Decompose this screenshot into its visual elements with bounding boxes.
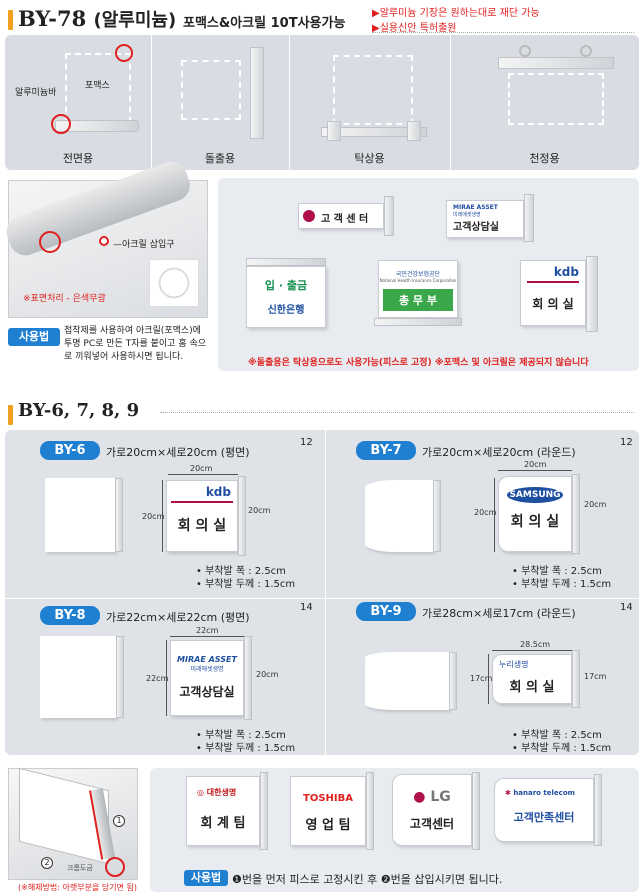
usage-text-2: ❶번을 먼저 피스로 고정시킨 후 ❷번을 삽입시키면 됩니다. bbox=[232, 873, 503, 886]
desk-foot bbox=[407, 121, 421, 141]
usage-text: 접착제를 사용하여 아크릴(포맥스)에 투명 PC로 만든 T자를 붙이고 홈 … bbox=[64, 326, 207, 362]
dim-h2-by7: 20cm bbox=[584, 500, 607, 509]
disassembly-caption: (※해체방법: 아랫부분을 당기면 됨) bbox=[18, 883, 137, 892]
example-sign-hanaro: ✱ hanaro telecom 고객만족센터 bbox=[494, 778, 594, 842]
disassembly-photo: 1 2 크롬도금 bbox=[8, 767, 138, 880]
dim-w-by7: 20cm bbox=[524, 460, 547, 469]
example-sign-3: 입 · 출금 신한은행 bbox=[246, 266, 326, 328]
closeup-note: ※표면처리 - 은색무광 bbox=[23, 294, 106, 304]
dim-w-by9: 28.5cm bbox=[520, 640, 551, 649]
blank-sign-by6 bbox=[45, 478, 115, 552]
dim-h2-by6: 20cm bbox=[248, 506, 271, 515]
section2-title: BY-6, 7, 8, 9 bbox=[18, 400, 140, 421]
model-title: BY-78 (알루미늄) bbox=[18, 6, 177, 31]
sign-by9: 누리생명 회 의 실 bbox=[492, 654, 572, 704]
sign-by8: MIRAE ASSET 미래에셋생명 고객상담실 bbox=[170, 640, 244, 716]
divider bbox=[372, 32, 634, 33]
spec-width-by6: • 부착발 폭 : 2.5cm bbox=[196, 566, 286, 577]
aluminum-bar bbox=[498, 57, 614, 69]
label-front: 전면용 bbox=[62, 152, 94, 165]
usage-tag: 사용법 bbox=[8, 328, 60, 346]
spec-thick-by6: • 부착발 두께 : 1.5cm bbox=[196, 579, 296, 590]
protrude-sign-outline bbox=[181, 60, 241, 120]
sign-by6: kdb 회 의 실 bbox=[166, 480, 238, 552]
example-sign-daehan: ◎ 대한생명 회 계 팀 bbox=[186, 776, 260, 846]
closeup-photo: —아크릴 삽입구 ※표면처리 - 은색무광 bbox=[2, 157, 208, 318]
desk-foot bbox=[327, 121, 341, 141]
model-desc-by9: 가로28cm×세로17cm (라운드) bbox=[422, 607, 576, 620]
model-tag-by7: BY-7 bbox=[356, 441, 416, 460]
example-sign-1: 고 객 센 터 bbox=[298, 203, 384, 229]
aluminum-bar bbox=[250, 47, 264, 139]
ceiling-sign-outline bbox=[508, 73, 604, 125]
dim-w-by6: 20cm bbox=[190, 464, 213, 473]
spec-width-by9: • 부착발 폭 : 2.5cm bbox=[512, 730, 602, 741]
dim-h2-by9: 17cm bbox=[584, 672, 607, 681]
callout-pomax: 포맥스 bbox=[85, 81, 110, 91]
example-panel: 고 객 센 터 MIRAE ASSET 미래에셋생명 고객상담실 입 · 출금 … bbox=[218, 178, 639, 371]
product-panel: 포맥스 알루미늄바 전면용 돌출용 탁상용 천정용 bbox=[5, 35, 639, 170]
model-tag-by9: BY-9 bbox=[356, 602, 416, 621]
spec-thick-by7: • 부착발 두께 : 1.5cm bbox=[512, 579, 612, 590]
model-qty-by7: 12 bbox=[620, 437, 633, 448]
label-protrude: 돌출용 bbox=[204, 152, 236, 165]
note-cut: ▶알루미늄 기장은 원하는대로 재단 가능 bbox=[372, 8, 540, 19]
model-qty-by6: 12 bbox=[300, 437, 313, 448]
usage-tag-2: 사용법 bbox=[184, 870, 228, 886]
model-tag-by8: BY-8 bbox=[40, 606, 100, 625]
example-note: ※돌출용은 탁상용으로도 사용가능(피스로 고정) ※포맥스 및 아크릴은 제공… bbox=[248, 358, 589, 368]
callout-bar: 알루미늄바 bbox=[15, 88, 57, 98]
model-qty-by8: 14 bbox=[300, 602, 313, 613]
blank-sign-by8 bbox=[40, 636, 116, 718]
example-sign-5: kdb 회 의 실 bbox=[520, 260, 586, 326]
model-desc-by7: 가로20cm×세로20cm (라운드) bbox=[422, 446, 576, 459]
desk-sign-outline bbox=[333, 55, 413, 125]
label-desk: 탁상용 bbox=[354, 152, 385, 165]
divider bbox=[160, 412, 634, 413]
spec-thick-by8: • 부착발 두께 : 1.5cm bbox=[196, 743, 296, 754]
model-tag-by6: BY-6 bbox=[40, 441, 100, 460]
dim-w-by8: 22cm bbox=[196, 626, 219, 635]
dim-h-by8: 22cm bbox=[146, 674, 169, 683]
dim-h-by7: 20cm bbox=[474, 508, 497, 517]
example-sign-4: 국민건강보험공단 National Health Insurance Corpo… bbox=[378, 260, 458, 318]
section-marker bbox=[8, 10, 13, 30]
blank-sign-by7 bbox=[365, 480, 433, 552]
callout-acrylic: —아크릴 삽입구 bbox=[113, 240, 175, 250]
blank-sign-by9 bbox=[365, 652, 449, 710]
example-sign-2: MIRAE ASSET 미래에셋생명 고객상담실 bbox=[446, 200, 524, 238]
example-sign-lg: ● LG 고객센터 bbox=[392, 774, 472, 846]
note-patent: ▶실용신안 특허출원 bbox=[372, 23, 457, 34]
label-ceiling: 천정용 bbox=[529, 152, 560, 165]
dim-h2-by8: 20cm bbox=[256, 670, 279, 679]
model-desc: 포맥스&아크릴 10T사용가능 bbox=[183, 16, 346, 31]
sign-by7: SAMSUNG 회 의 실 bbox=[498, 476, 572, 552]
callout-circle bbox=[51, 114, 71, 134]
example-sign-toshiba: TOSHIBA 영 업 팀 bbox=[290, 776, 366, 846]
dim-h-by9: 17cm bbox=[470, 674, 493, 683]
model-qty-by9: 14 bbox=[620, 602, 633, 613]
spec-width-by8: • 부착발 폭 : 2.5cm bbox=[196, 730, 286, 741]
model-desc-by8: 가로22cm×세로22cm (평면) bbox=[106, 611, 250, 624]
spec-thick-by9: • 부착발 두께 : 1.5cm bbox=[512, 743, 612, 754]
grip-label: 크롬도금 bbox=[67, 864, 93, 872]
aluminum-bar bbox=[321, 127, 427, 137]
profile-inset bbox=[149, 259, 199, 307]
spec-width-by7: • 부착발 폭 : 2.5cm bbox=[512, 566, 602, 577]
section-marker bbox=[8, 405, 13, 425]
model-desc-by6: 가로20cm×세로20cm (평면) bbox=[106, 446, 250, 459]
dim-h-by6: 20cm bbox=[142, 512, 165, 521]
callout-circle bbox=[115, 44, 133, 62]
